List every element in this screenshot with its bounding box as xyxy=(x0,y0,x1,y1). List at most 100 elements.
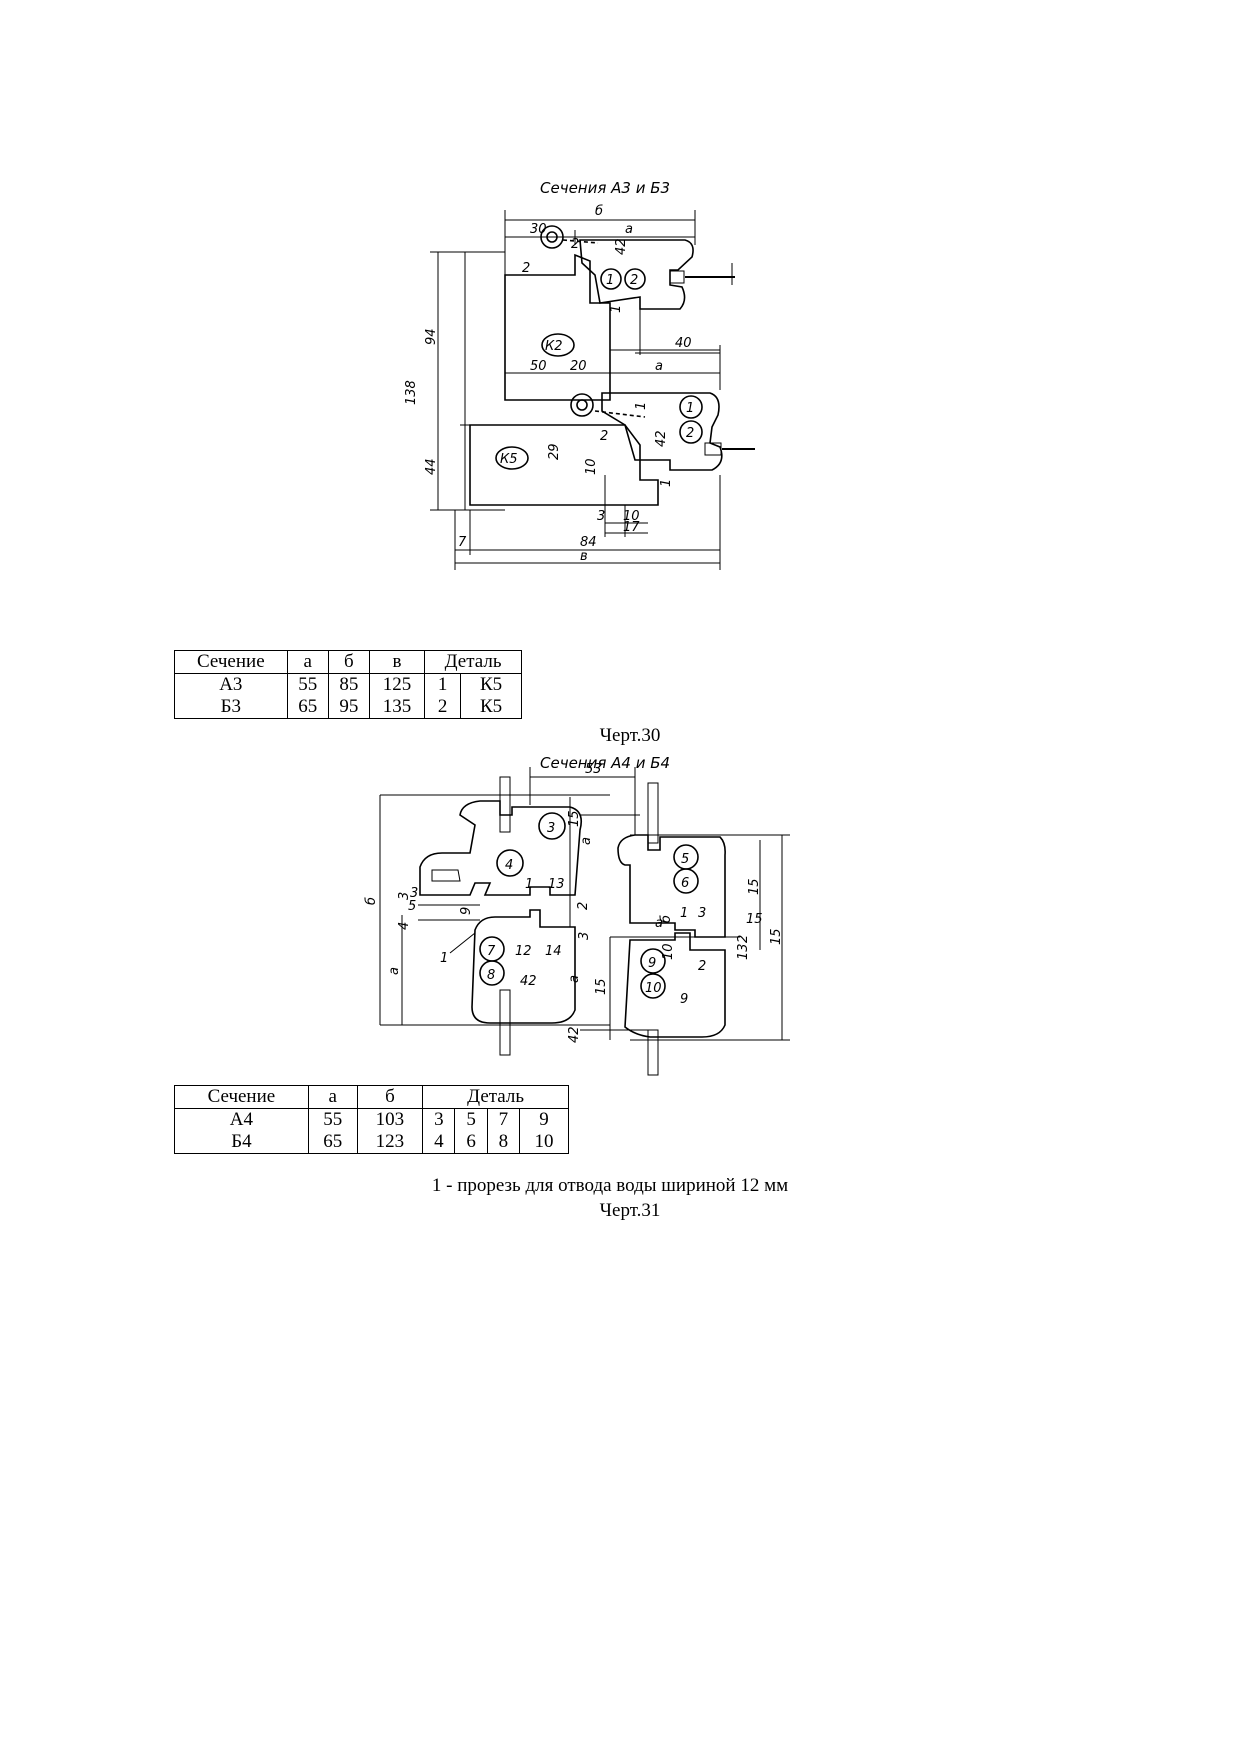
dim-2b-b4: 13 xyxy=(736,943,751,960)
cell: 125 xyxy=(368,673,426,696)
dim-a-b4-extra: 15 xyxy=(746,912,763,927)
cell: Б4 xyxy=(174,1131,309,1154)
detail-6: 6 xyxy=(681,876,689,891)
table-header-row: Сечение а б в Деталь xyxy=(174,650,522,674)
col-b: б xyxy=(356,1085,424,1109)
detail-7: 7 xyxy=(487,944,496,959)
dim-a-mid: а xyxy=(655,359,663,374)
detail-1-upper: 1 xyxy=(606,273,614,288)
cell: 103 xyxy=(356,1108,424,1131)
dim-2a: 2 xyxy=(571,237,579,252)
dim-29: 29 xyxy=(547,443,562,460)
dim-a-b4-right: 15 xyxy=(747,878,762,895)
drawing30-title: Сечения А3 и Б3 xyxy=(540,179,670,197)
caption-chert31: Черт.31 xyxy=(599,1200,661,1221)
detail-3: 3 xyxy=(547,821,555,836)
dim-3c-a4: 3 xyxy=(577,932,592,940)
table-chert30: Сечение а б в Деталь А3 55 85 125 1 К5 Б… xyxy=(174,650,522,719)
cell: 95 xyxy=(327,696,370,719)
dim-1b: 1 xyxy=(634,402,649,410)
cell: 123 xyxy=(356,1131,424,1154)
cell: 65 xyxy=(307,1131,358,1154)
cell: 85 xyxy=(327,673,370,696)
caption-chert30: Черт.30 xyxy=(599,725,661,746)
note-water-slot: 1 - прорезь для отвода воды шириной 12 м… xyxy=(431,1175,789,1196)
table-row: Б3 65 95 135 2 К5 xyxy=(174,696,522,719)
cell: 1 xyxy=(424,673,462,696)
dim-4-a4: 4 xyxy=(397,922,412,930)
cell: 4 xyxy=(422,1131,456,1154)
dim-84: 84 xyxy=(580,535,597,550)
dim-14: 14 xyxy=(545,944,562,959)
dim-a-b4-left: 15 xyxy=(594,978,609,995)
dim-v: в xyxy=(580,549,588,564)
col-v: в xyxy=(368,650,426,674)
cell: 55 xyxy=(286,673,329,696)
dim-15-a4: 15 xyxy=(567,810,582,827)
cell: К5 xyxy=(460,673,522,696)
table-header-row: Сечение а б Деталь xyxy=(174,1085,569,1109)
dim-40: 40 xyxy=(675,336,692,351)
dim-13-b4: 3 xyxy=(698,906,706,921)
dim-10b: 10 xyxy=(623,509,640,524)
dim-10a: 10 xyxy=(584,458,599,475)
dim-138: 138 xyxy=(404,380,419,405)
dim-15b-b4: 2 xyxy=(698,959,706,974)
dim-1-b4: а xyxy=(655,916,663,931)
detail-5: 5 xyxy=(681,852,689,867)
detail-2-lower: 2 xyxy=(686,426,694,441)
cell: Б3 xyxy=(174,696,288,719)
cell: А3 xyxy=(174,673,288,696)
dim-b-top: б xyxy=(595,204,603,219)
cell: 7 xyxy=(486,1108,521,1131)
dim-b-b4: 15 xyxy=(769,928,784,945)
col-a: а xyxy=(307,1085,358,1109)
dim-17: 17 xyxy=(623,520,640,535)
col-section: Сечение xyxy=(174,1085,309,1109)
col-b: б xyxy=(327,650,370,674)
dim-12: 12 xyxy=(515,944,532,959)
col-detail: Деталь xyxy=(424,650,522,674)
dim-b-a4: б xyxy=(364,897,379,905)
dim-2-a4: 2 xyxy=(576,902,591,910)
dim-42-b4: 9 xyxy=(680,992,688,1007)
drawing-sections-a4-b4: Сечения А4 и Б4 3 4 1 13 7 8 12 14 42 1 … xyxy=(364,754,880,1076)
detail-8: 8 xyxy=(487,968,495,983)
dim-3a-a4: 3 xyxy=(410,886,418,901)
dim-1c: 1 xyxy=(659,479,674,487)
cell: 8 xyxy=(486,1131,521,1154)
table-row: А4 55 103 3 5 7 9 xyxy=(174,1108,569,1131)
detail-10: 10 xyxy=(645,981,662,996)
dim-a-a4-left: а xyxy=(387,967,402,975)
drawing-sections-a3-b3: Сечения А3 и Б3 б 30 а 2 42 2 1 1 2 К2 xyxy=(404,175,830,635)
dim-3b-a4: 3 xyxy=(397,892,412,900)
col-section: Сечение xyxy=(174,650,288,674)
dim-15-b4-bottom: 42 xyxy=(567,1026,582,1043)
dim-94: 94 xyxy=(424,328,439,345)
dim-53: 53 xyxy=(585,762,602,777)
dim-9-a4: 9 xyxy=(459,907,474,915)
detail-k5: К5 xyxy=(500,452,518,467)
detail-2-upper: 2 xyxy=(630,273,638,288)
dim-3-b4: б xyxy=(659,915,674,923)
dim-42b: 42 xyxy=(654,430,669,447)
dim-3: 3 xyxy=(597,509,605,524)
dim-13-a4: 13 xyxy=(548,877,565,892)
dim-42-a4: 42 xyxy=(520,974,537,989)
dim-42a: 42 xyxy=(614,238,629,255)
cell: 6 xyxy=(454,1131,488,1154)
col-detail: Деталь xyxy=(422,1085,569,1109)
dim-44: 44 xyxy=(424,458,439,475)
callout-1: 1 xyxy=(440,951,448,966)
dim-2c: 2 xyxy=(600,429,608,444)
dim-15c-b4: а xyxy=(567,975,582,983)
detail-4: 4 xyxy=(505,858,513,873)
table-row: Б4 65 123 4 6 8 10 xyxy=(174,1131,569,1154)
dim-7: 7 xyxy=(458,535,467,550)
table-chert31: Сечение а б Деталь А4 55 103 3 5 7 9 Б4 … xyxy=(174,1085,569,1154)
dim-2b: 2 xyxy=(522,261,530,276)
cell: 135 xyxy=(368,696,426,719)
col-a: а xyxy=(286,650,329,674)
cell: А4 xyxy=(174,1108,309,1131)
detail-1-lower: 1 xyxy=(686,401,694,416)
